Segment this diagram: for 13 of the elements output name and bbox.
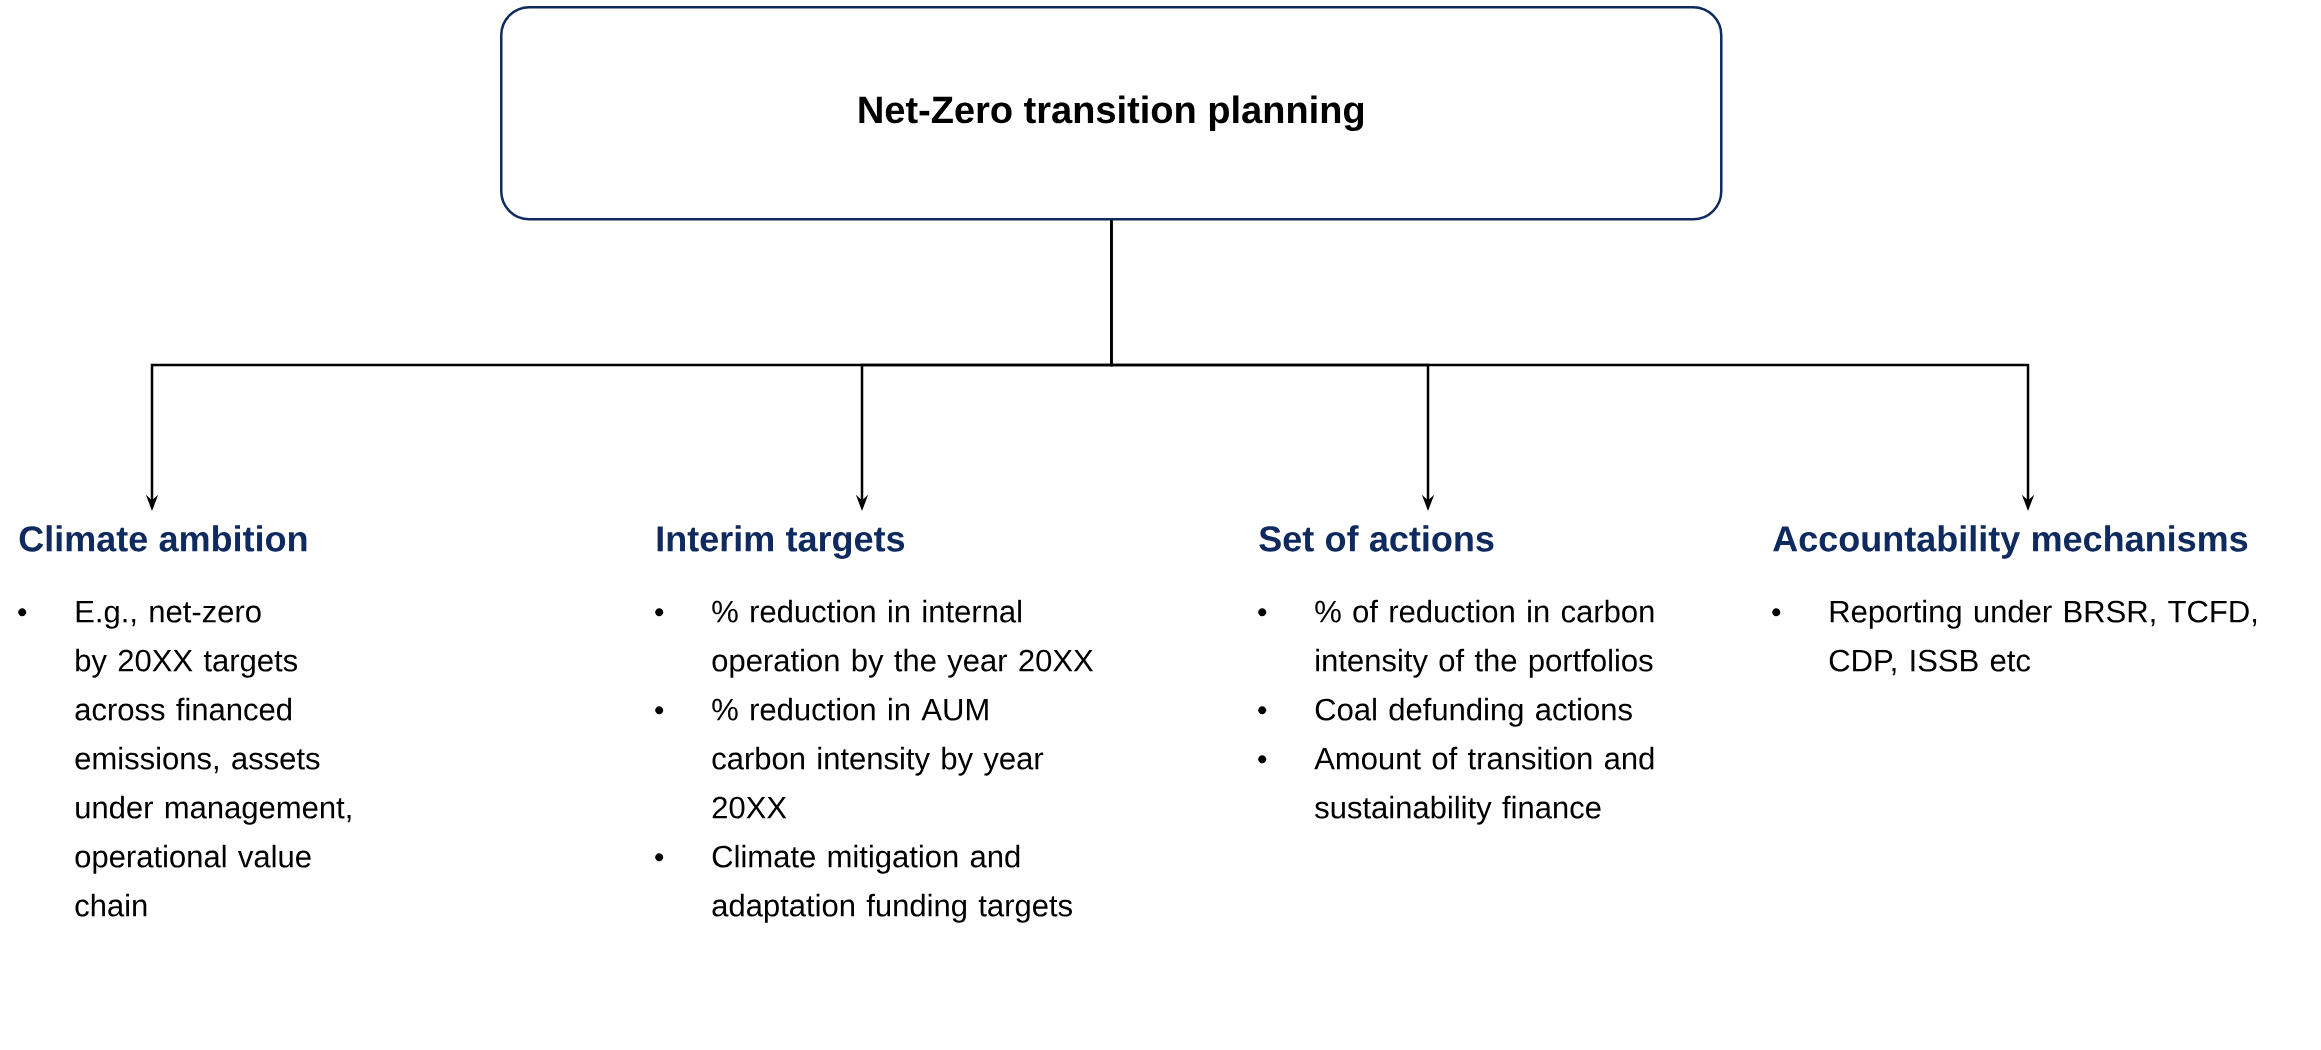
column-heading: Climate ambition bbox=[19, 525, 307, 552]
column-heading: Interim targets bbox=[657, 525, 905, 559]
bullet-item: % reduction in internal operation by the year 20XX bbox=[655, 599, 1094, 678]
bullet-item: Coal defunding actions bbox=[1258, 697, 1632, 727]
bullet-item: Reporting under BRSR, TCFD, CDP, ISSB etc bbox=[1772, 599, 2257, 676]
column-heading: Accountability mechanisms bbox=[1773, 525, 2248, 559]
bullet-item: % reduction in AUM carbon intensity by year 20XX bbox=[655, 697, 1044, 819]
title-box: Net-Zero transition planning bbox=[500, 6, 1723, 221]
bullet-item: % of reduction in carbon intensity of the portfolios bbox=[1258, 599, 1654, 678]
bullet-item: Amount of transition and sustainability finance bbox=[1258, 746, 1654, 825]
bullet-item: E.g., net-zero by 20XX targets across financed emissions, assets under management, operational value chain bbox=[18, 600, 351, 917]
bullet-item: Climate mitigation and adaptation funding targets bbox=[655, 844, 1072, 923]
column-heading: Set of actions bbox=[1259, 525, 1494, 552]
